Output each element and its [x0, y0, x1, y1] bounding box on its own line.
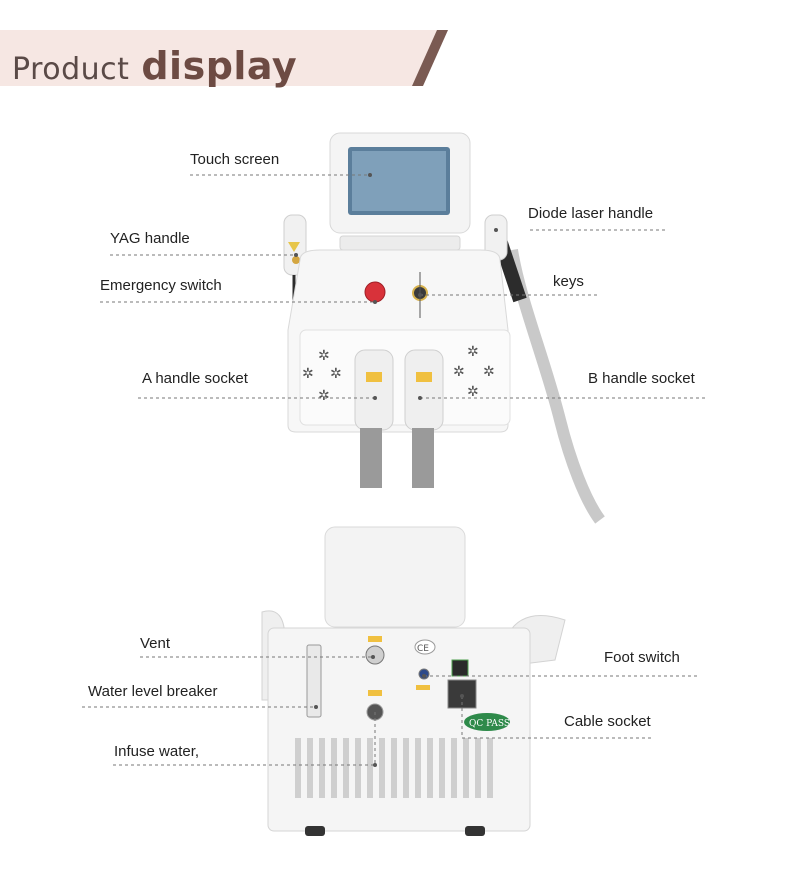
qc-pass-badge — [464, 713, 510, 731]
label-b-handle-socket: B handle socket — [588, 370, 695, 387]
label-a-handle-socket: A handle socket — [142, 370, 248, 387]
svg-text:✲: ✲ — [483, 364, 495, 380]
label-yag-handle: YAG handle — [110, 230, 190, 247]
label-water-level-breaker: Water level breaker — [88, 683, 218, 700]
ce-mark-text: CE — [417, 644, 429, 654]
wheel-right — [465, 826, 485, 836]
svg-text:✲: ✲ — [330, 366, 342, 382]
label-emergency-switch: Emergency switch — [100, 277, 222, 294]
banner-shape — [0, 30, 448, 86]
label-foot-switch: Foot switch — [604, 649, 680, 666]
label-infuse-water: Infuse water, — [114, 743, 200, 760]
label-vent: Vent — [140, 635, 171, 652]
label-diode-laser-handle: Diode laser handle — [528, 205, 654, 222]
label-keys: keys — [553, 273, 584, 290]
header-banner: Product display — [0, 30, 800, 88]
svg-text:✲: ✲ — [467, 384, 479, 400]
svg-text:✲: ✲ — [318, 348, 330, 364]
b-handle-cable — [412, 428, 434, 488]
water-level-tube — [306, 644, 322, 718]
vent-patterns: ✲ ✲ ✲ ✲ ✲ ✲ ✲ ✲ — [302, 344, 495, 404]
svg-text:✲: ✲ — [467, 344, 479, 360]
yag-warning-icon — [288, 242, 300, 252]
label-cable-socket: Cable socket — [564, 713, 651, 730]
qc-pass-text: QC PASS — [469, 719, 510, 729]
vent-connector — [365, 645, 385, 665]
label-touch-screen: Touch screen — [190, 151, 280, 168]
screen-back — [324, 526, 466, 628]
a-handle-cable — [360, 428, 382, 488]
page-title: Product display — [12, 44, 297, 88]
svg-text:✲: ✲ — [318, 388, 330, 404]
title-light: Product — [12, 52, 130, 87]
svg-text:✲: ✲ — [453, 364, 465, 380]
rear-vent-slats — [295, 738, 493, 798]
svg-text:✲: ✲ — [302, 366, 314, 382]
ce-mark — [414, 639, 436, 655]
wheel-left — [305, 826, 325, 836]
title-bold: display — [141, 44, 298, 88]
